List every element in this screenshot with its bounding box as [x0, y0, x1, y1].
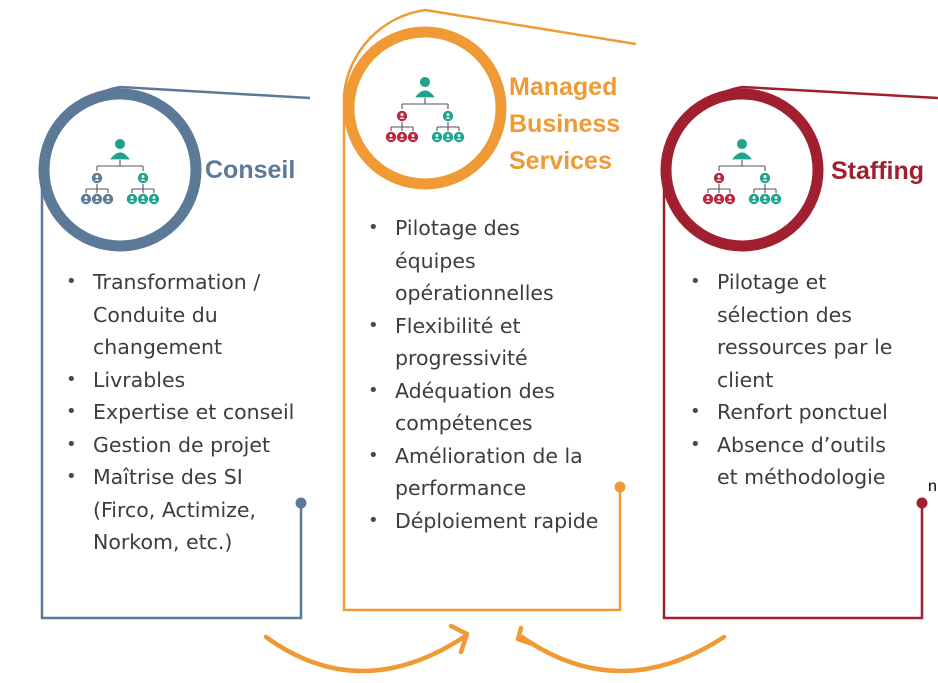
list-item: Maîtrise des SI (Firco, Actimize, Norkom… — [62, 461, 302, 559]
managed-ring — [343, 26, 507, 190]
list-item: Adéquation des compétences — [364, 375, 604, 440]
conseil-list: Transformation / Conduite du changement … — [62, 266, 302, 559]
curved-arrow-icon — [515, 625, 727, 674]
list-item: Flexibilité et progressivité — [364, 310, 604, 375]
staffing-list: Pilotage et sélection des ressources par… — [686, 266, 896, 494]
icons-layer — [80, 76, 782, 205]
list-item: Pilotage et sélection des ressources par… — [686, 266, 896, 396]
staffing-frame — [660, 85, 938, 620]
managed-end-dot — [614, 481, 626, 493]
list-item: Gestion de projet — [62, 429, 302, 462]
managed-business-services-title: Managed Business Services — [509, 73, 621, 175]
conseil-title: Conseil — [205, 156, 296, 184]
list-item: Amélioration de la performance — [364, 440, 604, 505]
cropped-text: n — [928, 478, 937, 495]
curved-arrow-icon — [263, 623, 470, 674]
list-item: Livrables — [62, 364, 302, 397]
org-chart-icon — [385, 76, 465, 143]
conseil-ring — [38, 88, 202, 252]
staffing-title: Staffing — [831, 157, 925, 185]
org-chart-icon — [80, 138, 160, 205]
list-item: Expertise et conseil — [62, 396, 302, 429]
org-chart-icon — [702, 138, 782, 205]
list-item: Transformation / Conduite du changement — [62, 266, 302, 364]
staffing-end-dot — [916, 497, 928, 509]
list-item: Pilotage des équipes opérationnelles — [364, 212, 604, 310]
staffing-ring — [660, 88, 824, 252]
conseil-frame — [38, 85, 311, 620]
managed-business-services-list: Pilotage des équipes opérationnelles Fle… — [364, 212, 604, 537]
list-item: Absence d’outils et méthodologie — [686, 429, 896, 494]
list-item: Déploiement rapide — [364, 505, 604, 538]
list-item: Renfort ponctuel — [686, 396, 896, 429]
